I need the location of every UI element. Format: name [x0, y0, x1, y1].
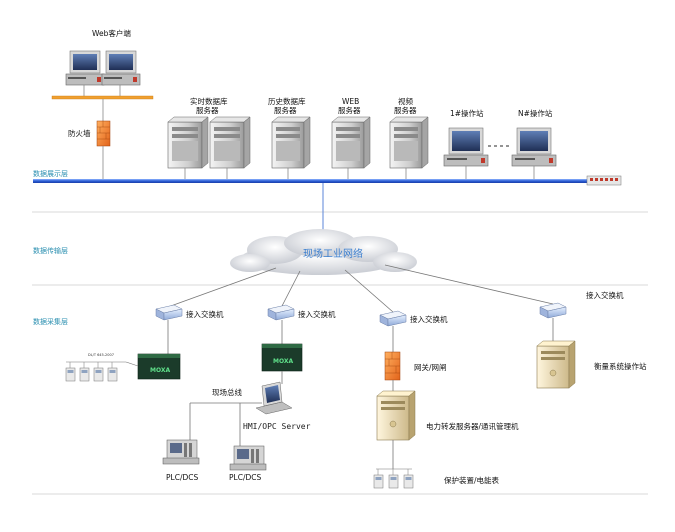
layer-label-presentation: 数据展示层 — [33, 169, 68, 178]
fieldbus-label: 现场总线 — [212, 387, 242, 397]
access-switch-3-label: 接入交换机 — [410, 314, 448, 324]
web-client-label: Web客户端 — [92, 28, 131, 38]
access-switch-4 — [539, 302, 567, 319]
cloud-label: 现场工业网络 — [303, 247, 363, 260]
client-lan-bar — [51, 95, 154, 100]
web-server-label-2: 服务器 — [338, 105, 361, 115]
moxa-logo-2: MOXA — [273, 358, 293, 365]
web-server-label-1: WEB — [342, 97, 359, 106]
access-switch-1-label: 接入交换机 — [186, 309, 224, 319]
gateway-label: 网关/网闸 — [414, 362, 447, 372]
moxa-logo-1: MOXA — [150, 367, 170, 374]
field-meters-group-1 — [65, 362, 118, 382]
presentation-network-bus — [33, 179, 591, 183]
metering-station-server — [536, 340, 576, 389]
op-station-1-label: 1#操作站 — [450, 108, 484, 118]
plc-dcs-1 — [162, 439, 200, 465]
industrial-network-cloud — [230, 229, 417, 275]
firewall-label: 防火墙 — [68, 128, 91, 138]
video-server-label-2: 服务器 — [394, 105, 417, 115]
plc-dcs-1-label: PLC/DCS — [166, 473, 198, 482]
realtime-db-label-2: 服务器 — [196, 105, 219, 115]
history-db-label-1: 历史数据库 — [268, 96, 306, 106]
access-switch-4-label: 接入交换机 — [586, 290, 624, 300]
web-server — [331, 116, 371, 169]
power-forwarding-server — [376, 390, 416, 441]
bus-switch — [586, 175, 622, 186]
protection-label: 保护装置/电能表 — [444, 475, 500, 485]
access-switch-1 — [155, 304, 183, 321]
op-station-1-pc — [443, 127, 489, 167]
op-station-n-label: N#操作站 — [518, 108, 553, 118]
moxa-gateway-2: MOXA — [261, 343, 303, 372]
web-client-pc-2 — [101, 50, 141, 86]
metering-station-label: 衡量系统操作站 — [594, 361, 647, 371]
gateway-firewall-icon — [384, 351, 401, 381]
hmi-opc-laptop — [255, 381, 293, 415]
moxa-gateway-1: MOXA — [137, 353, 181, 380]
video-server — [389, 116, 429, 169]
op-station-n-pc — [511, 127, 557, 167]
protection-devices-group — [373, 469, 414, 489]
realtime-db-server-1 — [167, 116, 209, 169]
video-server-label-1: 视频 — [398, 96, 413, 106]
firewall-icon — [96, 120, 111, 147]
realtime-db-label-1: 实时数据库 — [190, 96, 228, 106]
access-switch-2-label: 接入交换机 — [298, 309, 336, 319]
history-db-label-2: 服务器 — [274, 105, 297, 115]
history-db-server — [271, 116, 311, 169]
layer-label-transport: 数据传输层 — [33, 246, 68, 255]
device-tag: DL/T 645-2007 — [88, 353, 114, 357]
plc-dcs-2-label: PLC/DCS — [229, 473, 261, 482]
layer-label-acquisition: 数据采集层 — [33, 317, 68, 326]
web-client-pc-1 — [65, 50, 105, 86]
access-switch-3 — [379, 310, 407, 327]
plc-dcs-2 — [229, 445, 267, 471]
realtime-db-server-2 — [209, 116, 251, 169]
access-switch-2 — [267, 304, 295, 321]
hmi-opc-label: HMI/OPC Server — [243, 422, 311, 431]
power-server-label: 电力转发服务器/通讯管理机 — [426, 421, 519, 431]
